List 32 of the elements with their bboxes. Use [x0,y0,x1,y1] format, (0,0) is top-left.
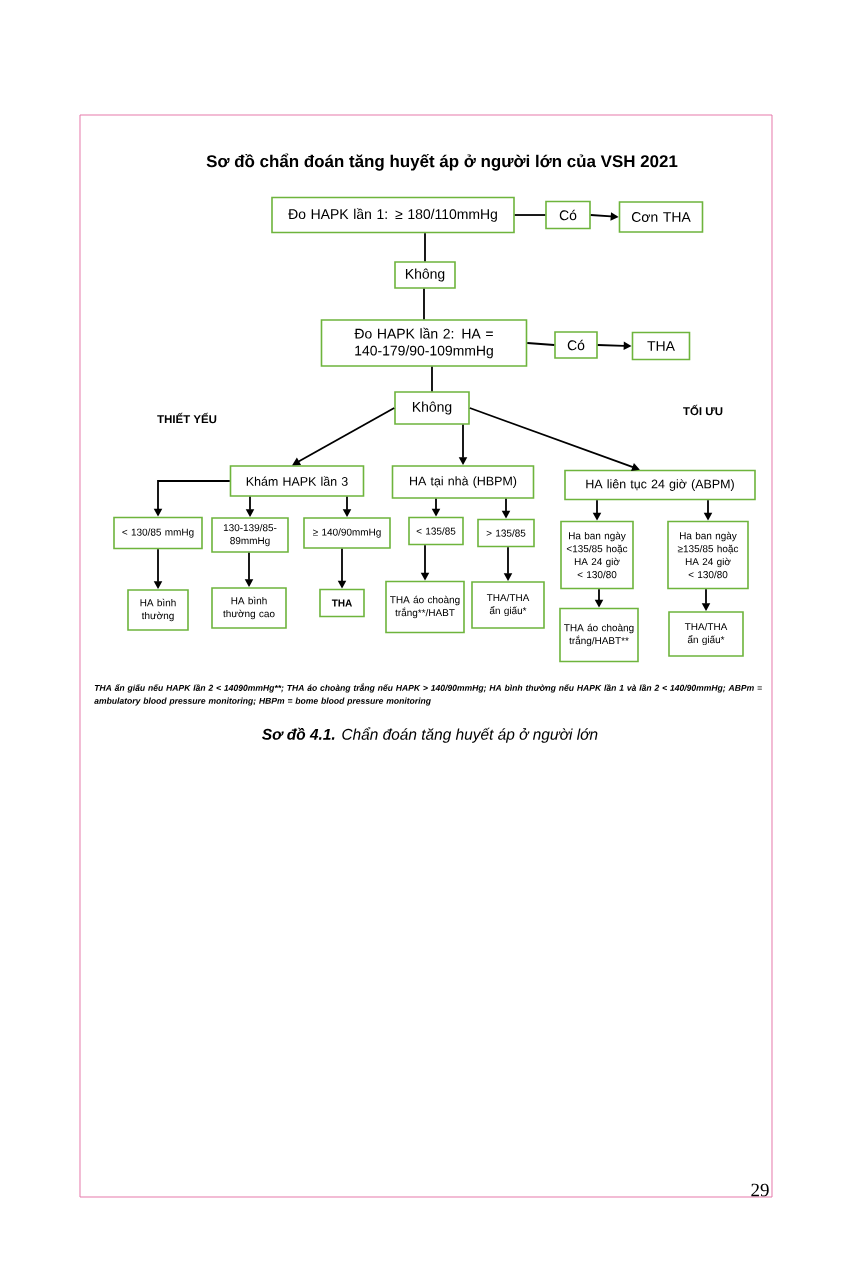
flow-box: HA bình thường cao [211,587,287,629]
section-label: THIẾT YẾU [157,412,217,424]
flow-box: HA tại nhà (HBPM) [391,465,535,499]
flow-box: THA áo choàng trắng**/HABT [385,580,465,634]
flow-box: < 130/85 mmHg [113,516,203,550]
arrow [292,407,396,466]
flow-box: Ha ban ngày <135/85 hoặc HA 24 giờ < 130/80 [560,520,634,590]
flow-box: 130-139/85-89mmHg [211,517,289,553]
flow-box: Có [554,331,598,359]
flow-box: THA áo choàng trắng/HABT** [559,607,639,663]
page-number: 29 [751,1183,769,1197]
flow-box: Khám HAPK lần 3 [229,465,365,497]
flow-box: HA liên tục 24 giờ (ABPM) [564,469,756,501]
caption: Sơ đồ 4.1. Chẩn đoán tăng huyết áp ở người lớn [262,727,598,743]
flow-box: ≥ 140/90mmHg [303,517,391,549]
flow-box: THA [319,588,365,618]
title: Sơ đồ chẩn đoán tăng huyết áp ở người lớn của VSH 2021 [206,153,678,171]
footnote: THA ẩn giấu nếu HAPK lần 2 < 14090mmHg**; THA áo choàng trắng nếu HAPK > 140/90mmHg; HA bình thường nếu HAPK lần 1 và lần 2 < 140/90mmHg; ABPm = ambulatory blood pressure monitoring; HBPm = bome blood pressure monitoring [94,683,762,706]
flow-box: THA/THA ẩn giấu* [668,611,744,657]
flow-box: HA bình thường [127,589,189,631]
flow-box: Không [394,391,470,425]
flow-box: Không [394,261,456,289]
flow-box: Đo HAPK lần 2: HA = 140-179/90-109mmHg [320,319,528,367]
section-label: TỐI ƯU [683,404,723,416]
flow-box: Đo HAPK lần 1: ≥ 180/110mmHg [271,196,515,234]
flow-box: THA [631,331,691,361]
flow-box: Có [545,200,591,230]
flow-box: Cơn THA [618,201,704,233]
flow-box: THA/THA ẩn giấu* [471,581,545,629]
flow-box: > 135/85 [477,518,535,548]
flow-box: < 135/85 [408,516,464,546]
flow-box: Ha ban ngày ≥135/85 hoặc HA 24 giờ < 130/80 [667,520,749,590]
